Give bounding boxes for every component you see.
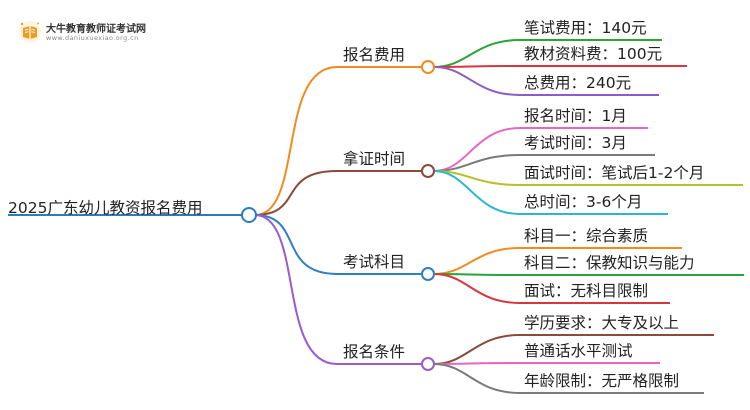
branch-label: 报名条件 — [343, 343, 406, 361]
leaf-connector — [433, 247, 521, 275]
branch-connector — [254, 66, 338, 216]
leaf-label: 总费用：240元 — [524, 74, 632, 92]
root-node-label: 2025广东幼儿教资报名费用 — [8, 199, 203, 217]
logo-title: 大牛教育教师证考试网 — [46, 24, 146, 35]
leaf-connector — [433, 39, 521, 68]
branch-label: 拿证时间 — [343, 150, 406, 168]
leaf-label: 面试：无科目限制 — [524, 282, 649, 300]
leaf-label: 科目二：保教知识与能力 — [524, 254, 695, 272]
branch-label: 考试科目 — [343, 253, 406, 271]
leaf-label: 笔试费用：140元 — [524, 19, 647, 37]
leaf-connector — [433, 127, 521, 172]
branch-node-circle — [421, 357, 435, 371]
branch-label: 报名费用 — [343, 46, 406, 64]
leaf-connector — [433, 170, 521, 215]
branch-connector — [254, 214, 338, 275]
leaf-label: 学历要求：大专及以上 — [524, 314, 680, 332]
leaf-label: 科目一：综合素质 — [524, 227, 649, 245]
leaf-connector — [433, 362, 521, 365]
leaf-label: 普通话水平测试 — [524, 342, 633, 360]
branch-node-circle — [421, 267, 435, 281]
book-icon — [19, 21, 41, 43]
root-node-circle — [241, 207, 257, 223]
leaf-connector — [433, 363, 521, 394]
leaf-label: 教材资料费：100元 — [524, 45, 663, 63]
leaf-label: 总时间：3-6个月 — [524, 193, 643, 211]
branch-connector — [254, 170, 338, 216]
branch-connector — [254, 214, 338, 365]
leaf-label: 年龄限制：无严格限制 — [524, 372, 680, 390]
leaf-connector — [433, 65, 521, 68]
leaf-connector — [433, 334, 521, 365]
leaf-connector — [433, 273, 521, 304]
site-logo: 大牛教育教师证考试网 www.daniuxuexiao.org.cn — [18, 18, 198, 46]
leaf-label: 考试时间：3月 — [524, 134, 627, 152]
leaf-label: 面试时间：笔试后1-2个月 — [524, 164, 705, 182]
branch-node-circle — [421, 164, 435, 178]
leaf-label: 报名时间：1月 — [524, 107, 627, 125]
leaf-connector — [433, 66, 521, 96]
branch-node-circle — [421, 60, 435, 74]
logo-url: www.daniuxuexiao.org.cn — [46, 34, 139, 42]
